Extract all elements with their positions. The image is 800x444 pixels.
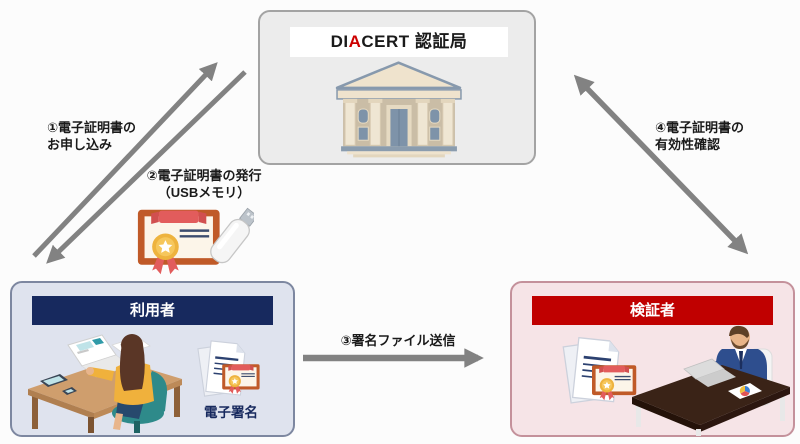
user-box: 利用者: [10, 281, 295, 437]
step1-label-line1: ①電子証明書の: [47, 120, 137, 135]
step2-label-line2: （USBメモリ）: [157, 185, 251, 200]
step3-label: ③署名ファイル送信: [340, 333, 456, 348]
signature-caption: 電子署名: [204, 405, 258, 420]
step2-label-line1: ②電子証明書の発行: [146, 168, 262, 183]
step4-label: ④電子証明書の 有効性確認: [655, 119, 744, 153]
signed-document-icon: [188, 337, 274, 403]
step4-label-line1: ④電子証明書の: [655, 120, 745, 135]
step2-label: ②電子証明書の発行 （USBメモリ）: [138, 167, 270, 201]
step1-label: ①電子証明書の お申し込み: [47, 119, 136, 153]
verifier-box: 検証者: [510, 281, 795, 437]
user-at-desk-illustration: [28, 334, 182, 433]
ca-title-banner: DIACERT 認証局: [290, 27, 508, 57]
bank-building-icon: [335, 61, 462, 158]
step4-label-line2: 有効性確認: [655, 137, 721, 152]
step1-label-line2: お申し込み: [47, 137, 113, 152]
arrow-step4: [573, 74, 749, 255]
ca-title-prefix: DI: [330, 32, 349, 51]
ca-title-accent: A: [348, 32, 362, 51]
certificate-icon: [136, 208, 221, 276]
verifier-box-header: 検証者: [532, 296, 773, 325]
ca-title-suffix: CERT 認証局: [361, 32, 468, 51]
verifier-at-desk-illustration: [632, 325, 790, 436]
user-box-header: 利用者: [32, 296, 273, 325]
ca-box: DIACERT 認証局: [258, 10, 536, 165]
certificate-and-usb-group: [136, 205, 254, 276]
